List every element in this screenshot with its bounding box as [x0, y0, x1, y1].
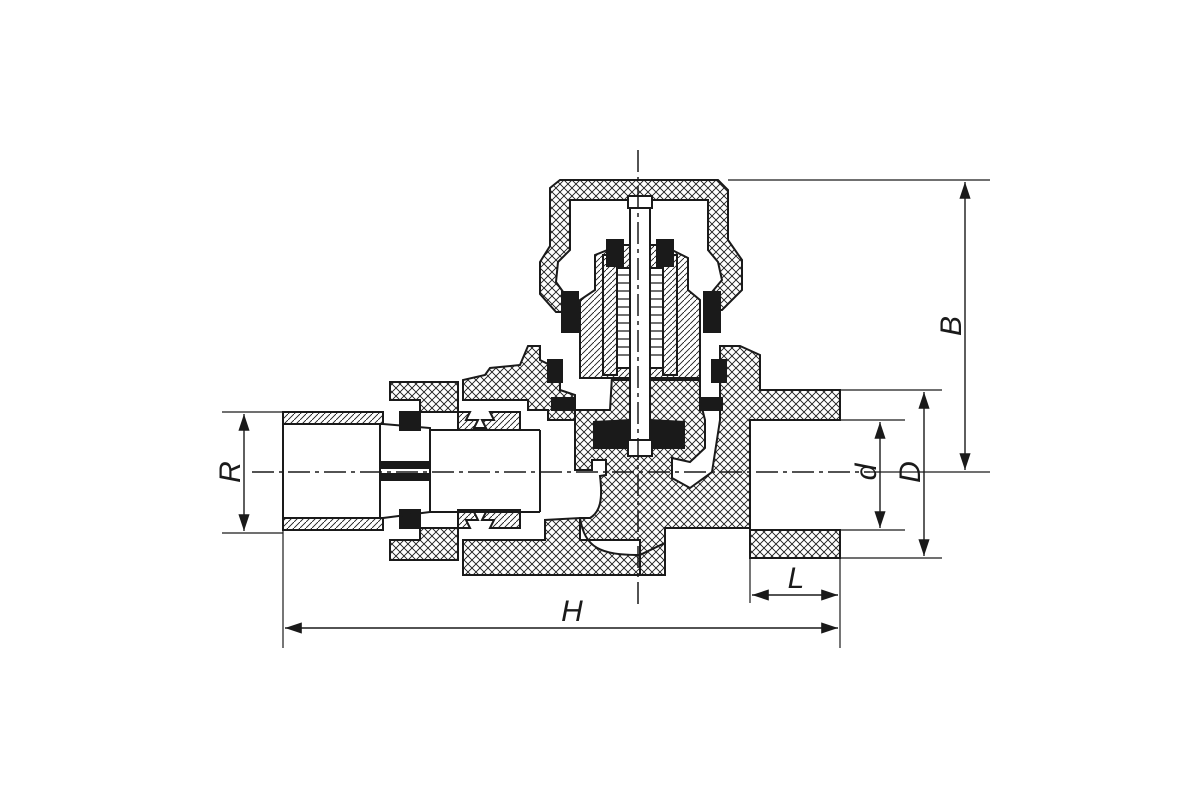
extension-lines [222, 179, 990, 648]
dim-H-label: H [561, 595, 583, 628]
dim-d-label: d [850, 462, 883, 480]
tailpiece [282, 411, 541, 531]
center-lines [252, 150, 870, 605]
dimension-labels: R d D B L H [214, 316, 968, 628]
dim-B-label: B [935, 316, 968, 336]
union-nut [389, 381, 521, 561]
valve-body [462, 345, 841, 576]
dim-D-label: D [894, 461, 927, 483]
dimension-lines [238, 182, 971, 634]
dim-L-label: L [788, 562, 805, 595]
handwheel-cap [539, 179, 743, 411]
valve-disc [593, 418, 685, 457]
dim-R-label: R [214, 461, 247, 483]
stem [627, 195, 653, 456]
outlet-bore [750, 419, 840, 531]
